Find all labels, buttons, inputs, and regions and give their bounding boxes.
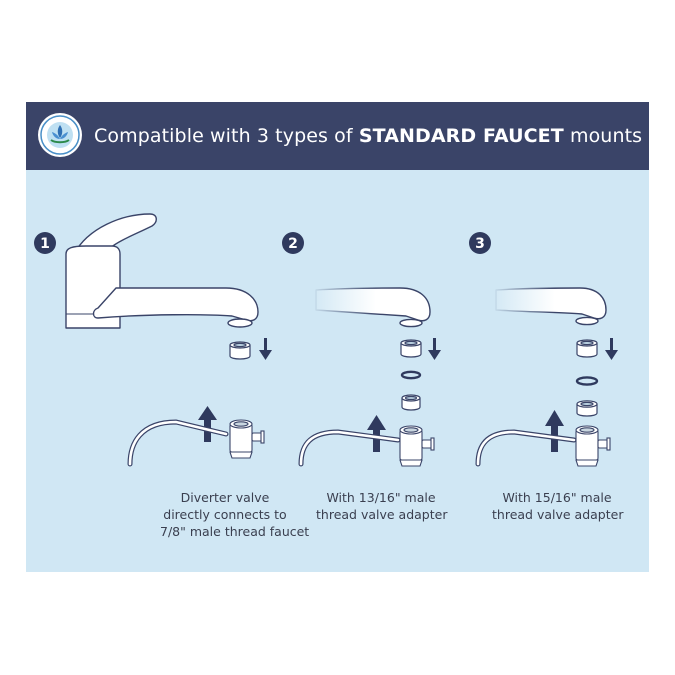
step-1-diverter-valve	[229, 419, 265, 459]
header-banner: Compatible with 3 types of STANDARD FAUC…	[26, 102, 649, 170]
step-1-hose	[127, 419, 229, 467]
step-3-diverter-valve	[575, 425, 611, 467]
step-2-hose	[298, 429, 401, 467]
step-3-up-arrow-icon	[545, 410, 564, 452]
step-3-down-arrow-icon	[605, 338, 618, 360]
step-2-up-arrow-icon	[367, 415, 386, 452]
step-1-number-badge: 1	[34, 232, 56, 254]
step-2-down-arrow-icon	[428, 338, 441, 360]
faucet-illustrations: 1	[34, 213, 618, 467]
step-3-number-badge: 3	[469, 232, 491, 254]
step-2-adapter-stack	[400, 339, 422, 411]
step-2-caption: With 13/16" male thread valve adapter	[316, 490, 448, 522]
step-3-caption: With 15/16" male thread valve adapter	[492, 490, 624, 522]
step-1-aerator	[229, 341, 251, 360]
step-3-adapter-stack	[575, 339, 599, 417]
step-2-diverter-valve	[399, 425, 435, 467]
svg-text:2: 2	[288, 236, 298, 252]
lotus-badge-icon	[38, 113, 82, 157]
step-2-number-badge: 2	[282, 232, 304, 254]
step-1-up-arrow-icon	[198, 406, 217, 442]
compatibility-panel: Compatible with 3 types of STANDARD FAUC…	[26, 102, 649, 572]
svg-text:3: 3	[475, 236, 485, 252]
svg-text:1: 1	[40, 236, 50, 252]
step-3-hose	[475, 429, 577, 467]
page-title: Compatible with 3 types of STANDARD FAUC…	[94, 125, 643, 147]
step-1-faucet	[65, 213, 259, 329]
step-1-down-arrow-icon	[259, 338, 272, 360]
step-1-caption: Diverter valve directly connects to 7/8"…	[160, 490, 310, 539]
